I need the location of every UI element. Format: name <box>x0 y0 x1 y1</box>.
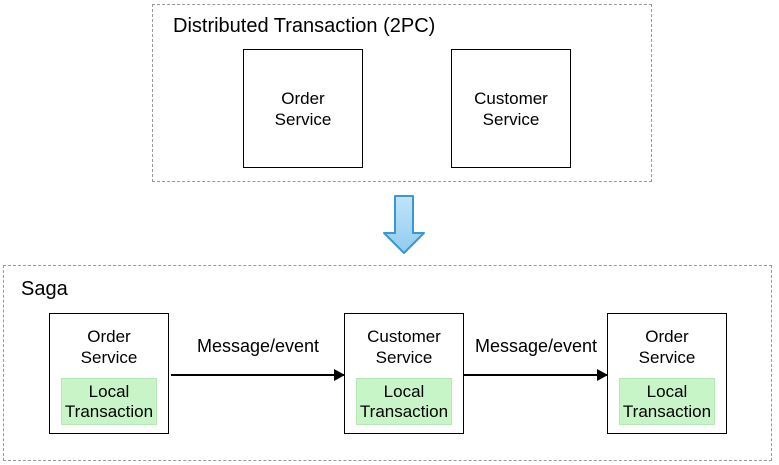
box-label-line: Order <box>281 88 325 108</box>
local-label-line: Transaction <box>359 401 449 421</box>
local-transaction-label-1: Local Transaction <box>65 382 153 422</box>
saga-section-title: Saga <box>21 278 68 300</box>
box-label-line: Order <box>645 327 689 346</box>
customer-service-label-2pc: Customer Service <box>452 88 570 130</box>
local-transaction-box-2: Local Transaction <box>356 378 452 425</box>
message-arrow-1 <box>171 369 345 381</box>
local-transaction-box-3: Local Transaction <box>619 378 715 425</box>
message-event-label-1: Message/event <box>196 336 320 356</box>
box-label-line: Service <box>482 109 540 129</box>
local-label-line: Transaction <box>64 401 154 421</box>
local-transaction-label-3: Local Transaction <box>623 382 711 422</box>
saga-section: Saga Order Service Local Transaction Mes… <box>3 265 772 461</box>
order-service-box-saga-1: Order Service Local Transaction <box>49 313 169 434</box>
local-transaction-label-2: Local Transaction <box>360 382 448 422</box>
order-service-label-2pc: Order Service <box>244 88 362 130</box>
order-service-label-saga-1: Order Service <box>50 326 168 368</box>
2pc-section-title: Distributed Transaction (2PC) <box>173 15 436 37</box>
customer-service-box-saga: Customer Service Local Transaction <box>344 313 464 434</box>
local-transaction-box-1: Local Transaction <box>61 378 157 425</box>
message-arrow-2 <box>464 369 608 381</box>
order-service-box-2pc: Order Service <box>243 49 363 168</box>
customer-service-box-2pc: Customer Service <box>451 49 571 168</box>
distributed-transaction-2pc-section: Distributed Transaction (2PC) Order Serv… <box>152 4 652 182</box>
local-label-line: Local <box>383 381 425 401</box>
message-event-label-2: Message/event <box>474 336 598 356</box>
box-label-line: Service <box>80 348 138 367</box>
order-service-label-saga-2: Order Service <box>608 326 726 368</box>
local-label-line: Local <box>88 381 130 401</box>
box-label-line: Order <box>87 327 131 346</box>
box-label-line: Service <box>274 109 332 129</box>
arrow-right-head-icon <box>334 369 345 381</box>
customer-service-label-saga: Customer Service <box>345 326 463 368</box>
order-service-box-saga-2: Order Service Local Transaction <box>607 313 727 434</box>
box-label-line: Customer <box>474 88 548 108</box>
box-label-line: Customer <box>367 327 441 346</box>
arrow-right-head-icon <box>597 369 608 381</box>
box-label-line: Service <box>375 348 433 367</box>
down-arrow-icon <box>383 195 425 254</box>
local-label-line: Local <box>646 381 688 401</box>
box-label-line: Service <box>638 348 696 367</box>
local-label-line: Transaction <box>622 401 712 421</box>
